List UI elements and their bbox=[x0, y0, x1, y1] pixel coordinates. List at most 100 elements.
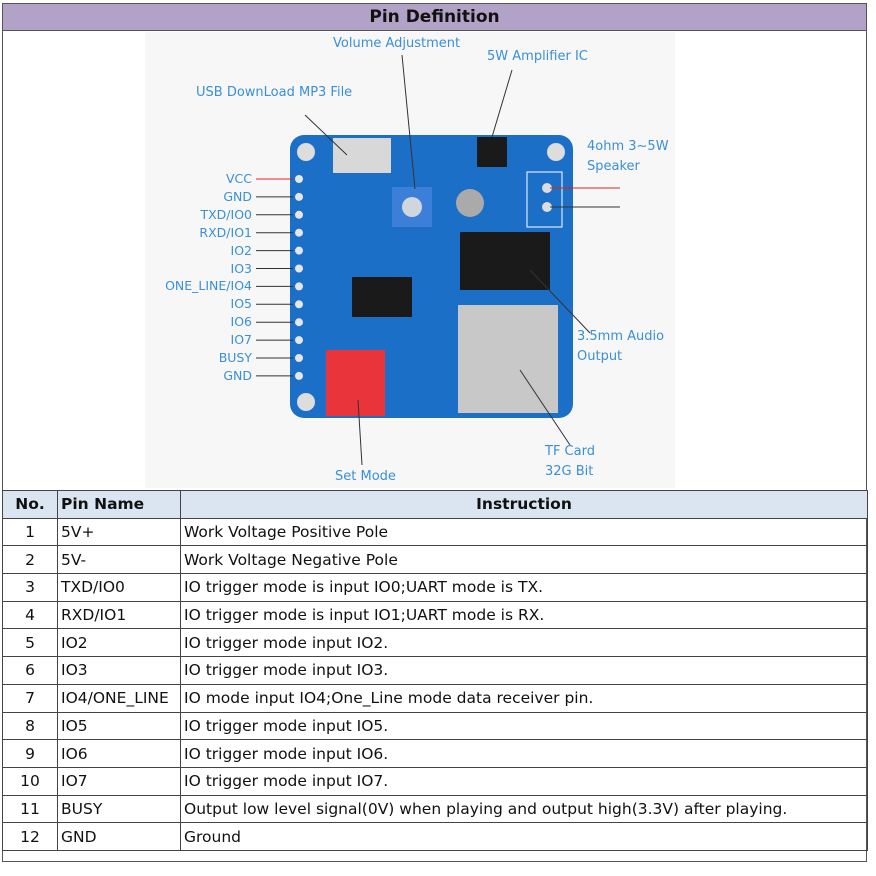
mount-hole bbox=[297, 393, 315, 411]
pin-hole bbox=[295, 336, 303, 345]
pin-hole bbox=[295, 318, 303, 327]
pin-hole bbox=[295, 282, 303, 291]
cell-no: 5 bbox=[2, 628, 58, 658]
pin-label: RXD/IO1 bbox=[199, 224, 252, 240]
pin-label: IO6 bbox=[230, 314, 252, 330]
cell-pin-name: RXD/IO1 bbox=[57, 600, 181, 630]
cell-pin-name: IO6 bbox=[57, 739, 181, 768]
pin-label: IO3 bbox=[230, 260, 252, 276]
label-audio-output-2: Output bbox=[577, 349, 623, 364]
cell-instruction: Work Voltage Negative Pole bbox=[180, 545, 868, 575]
cell-pin-name: 5V+ bbox=[57, 517, 181, 547]
label-set-mode: Set Mode bbox=[335, 469, 396, 484]
cell-instruction: IO trigger mode input IO5. bbox=[180, 711, 868, 741]
main-chip bbox=[352, 277, 412, 317]
cell-instruction: Work Voltage Positive Pole bbox=[180, 517, 868, 547]
capacitor bbox=[456, 189, 484, 217]
amplifier-chip bbox=[477, 137, 507, 167]
cell-instruction: Ground bbox=[180, 822, 868, 851]
cell-instruction: IO trigger mode input IO2. bbox=[180, 628, 868, 658]
cell-pin-name: IO4/ONE_LINE bbox=[57, 683, 181, 713]
usb-port bbox=[333, 138, 391, 173]
pin-label: BUSY bbox=[218, 350, 252, 365]
cell-instruction: Output low level signal(0V) when playing… bbox=[180, 794, 868, 824]
table-header-row: No. Pin Name Instruction bbox=[2, 490, 868, 519]
cell-pin-name: IO2 bbox=[57, 628, 181, 658]
cell-instruction: IO mode input IO4;One_Line mode data rec… bbox=[180, 683, 868, 713]
cell-no: 6 bbox=[2, 656, 58, 685]
cell-no: 3 bbox=[2, 573, 58, 602]
cell-no: 11 bbox=[2, 794, 58, 824]
label-amplifier-ic: 5W Amplifier IC bbox=[487, 49, 588, 64]
pin-hole bbox=[295, 228, 303, 237]
cell-pin-name: IO3 bbox=[57, 656, 181, 685]
dip-switch bbox=[326, 350, 385, 416]
pin-hole bbox=[295, 371, 303, 380]
board-diagram bbox=[256, 54, 620, 466]
cell-pin-name: IO7 bbox=[57, 766, 181, 796]
pin-label: TXD/IO0 bbox=[200, 206, 252, 222]
pin-hole bbox=[295, 210, 303, 219]
cell-pin-name: BUSY bbox=[57, 794, 181, 824]
cell-no: 2 bbox=[2, 545, 58, 575]
pin-label: IO7 bbox=[230, 332, 252, 348]
pin-label: IO2 bbox=[230, 242, 252, 258]
pin-hole bbox=[295, 192, 303, 201]
speaker-connector bbox=[526, 171, 563, 228]
label-speaker-spec: 4ohm 3~5W bbox=[587, 139, 669, 154]
header-no: No. bbox=[2, 490, 58, 519]
cell-no: 8 bbox=[2, 711, 58, 741]
header-instruction: Instruction bbox=[180, 490, 868, 519]
pin-hole bbox=[295, 354, 303, 362]
cell-no: 10 bbox=[2, 766, 58, 796]
label-volume-adjustment: Volume Adjustment bbox=[333, 36, 461, 51]
pin-label: VCC bbox=[225, 171, 252, 186]
pin-hole bbox=[295, 300, 303, 309]
label-speaker: Speaker bbox=[587, 159, 640, 174]
audio-jack bbox=[460, 232, 550, 290]
cell-no: 7 bbox=[2, 683, 58, 713]
page-title: Pin Definition bbox=[2, 3, 867, 31]
label-tf-capacity: 32G Bit bbox=[545, 464, 594, 479]
mount-hole bbox=[547, 143, 565, 161]
pin-label: GND bbox=[223, 188, 252, 204]
pin-hole bbox=[295, 264, 303, 273]
pin-hole bbox=[295, 246, 303, 255]
pin-label: ONE_LINE/IO4 bbox=[165, 278, 252, 294]
cell-instruction: IO trigger mode is input IO1;UART mode i… bbox=[180, 600, 868, 630]
cell-instruction: IO trigger mode is input IO0;UART mode i… bbox=[180, 573, 868, 602]
header-pin-name: Pin Name bbox=[57, 490, 181, 519]
cell-no: 4 bbox=[2, 600, 58, 630]
cell-instruction: IO trigger mode input IO3. bbox=[180, 656, 868, 685]
label-audio-output: 3.5mm Audio bbox=[577, 329, 665, 344]
cell-pin-name: IO5 bbox=[57, 711, 181, 741]
cell-pin-name: TXD/IO0 bbox=[57, 573, 181, 602]
pin-hole bbox=[295, 175, 303, 183]
label-tf-card: TF Card bbox=[545, 444, 595, 459]
cell-instruction: IO trigger mode input IO7. bbox=[180, 766, 868, 796]
mount-hole bbox=[297, 143, 315, 161]
pin-label: IO5 bbox=[230, 296, 252, 312]
pin-label: GND bbox=[223, 367, 252, 383]
cell-pin-name: GND bbox=[57, 822, 181, 851]
cell-no: 12 bbox=[2, 822, 58, 851]
label-usb-download: USB DownLoad MP3 File bbox=[196, 85, 353, 100]
tf-card-slot bbox=[458, 305, 558, 413]
cell-pin-name: 5V- bbox=[57, 545, 181, 575]
cell-instruction: IO trigger mode input IO6. bbox=[180, 739, 868, 768]
cell-no: 9 bbox=[2, 739, 58, 768]
cell-no: 1 bbox=[2, 517, 58, 547]
